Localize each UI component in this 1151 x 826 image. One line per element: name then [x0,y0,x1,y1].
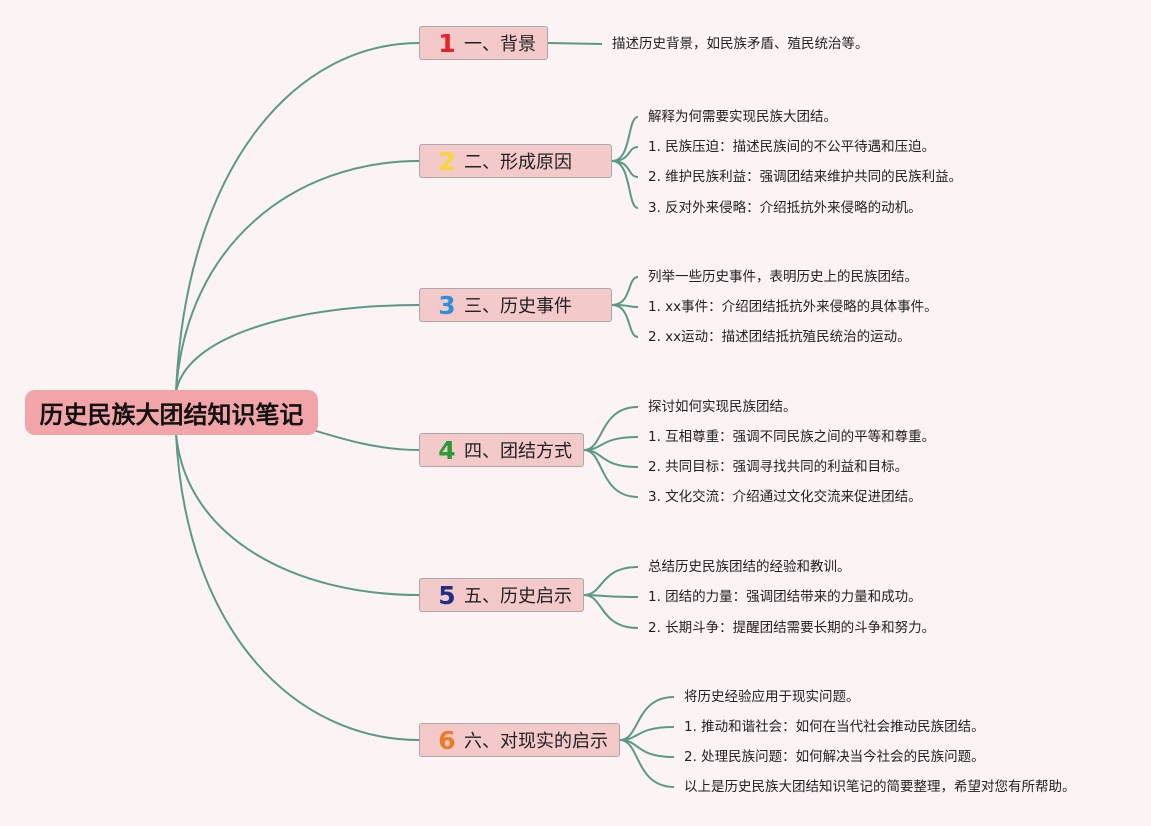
leaf-item[interactable]: 列举一些历史事件，表明历史上的民族团结。 [648,269,918,285]
leaf-connector [583,449,639,498]
leaf-connector [611,116,639,162]
leaf-item[interactable]: 解释为何需要实现民族大团结。 [648,109,837,125]
leaf-connector [583,436,639,451]
leaf-item[interactable]: 3. 反对外来侵略：介绍抵抗外来侵略的动机。 [648,200,922,216]
leaf-item[interactable]: 2. 长期斗争：提醒团结需要长期的斗争和努力。 [648,620,936,636]
branch-label: 六、对现实的启示 [464,731,608,752]
leaf-connector [611,160,639,209]
number-icon: 3 [438,290,456,320]
root-title: 历史民族大团结知识笔记 [39,401,304,429]
leaf-item[interactable]: 1. 推动和谐社会：如何在当代社会推动民族团结。 [684,719,985,735]
branch-connector [175,433,420,741]
branch-label: 二、形成原因 [464,152,572,173]
leaf-item[interactable]: 2. 维护民族利益：强调团结来维护共同的民族利益。 [648,169,963,185]
branch-connector [175,433,420,596]
branch-node-3[interactable]: 3 三、历史事件 [419,288,612,322]
leaf-item[interactable]: 探讨如何实现民族团结。 [648,399,797,415]
leaf-item[interactable]: 1. xx事件：介绍团结抵抗外来侵略的具体事件。 [648,299,938,315]
leaf-item[interactable]: 3. 文化交流：介绍通过文化交流来促进团结。 [648,489,922,505]
leaf-connector [547,42,603,45]
number-icon: 4 [438,435,456,465]
leaf-item[interactable]: 将历史经验应用于现实问题。 [684,689,860,705]
leaf-connector [583,594,639,629]
leaf-item[interactable]: 2. xx运动：描述团结抵抗殖民统治的运动。 [648,329,911,345]
leaf-connector [619,726,675,741]
branch-node-4[interactable]: 4 四、团结方式 [419,433,584,467]
branch-label: 五、历史启示 [464,586,572,607]
leaf-item[interactable]: 2. 处理民族问题：如何解决当今社会的民族问题。 [684,749,985,765]
leaf-item[interactable]: 2. 共同目标：强调寻找共同的利益和目标。 [648,459,909,475]
branch-label: 一、背景 [464,34,536,55]
leaf-item[interactable]: 以上是历史民族大团结知识笔记的简要整理，希望对您有所帮助。 [684,779,1076,795]
leaf-item[interactable]: 描述历史背景，如民族矛盾、殖民统治等。 [612,36,869,52]
leaf-connector [619,739,675,788]
branch-node-1[interactable]: 1 一、背景 [419,26,548,60]
leaf-connector [583,566,639,596]
number-icon: 2 [438,146,456,176]
branch-label: 三、历史事件 [464,296,572,317]
branch-node-6[interactable]: 6 六、对现实的启示 [419,723,620,757]
number-icon: 6 [438,725,456,755]
leaf-connector [583,406,639,451]
number-icon: 1 [438,28,456,58]
leaf-item[interactable]: 1. 民族压迫：描述民族间的不公平待遇和压迫。 [648,139,936,155]
branch-connector [175,304,420,393]
leaf-connector [619,696,675,741]
branch-node-5[interactable]: 5 五、历史启示 [419,578,584,612]
branch-label: 四、团结方式 [464,441,572,462]
leaf-item[interactable]: 总结历史民族团结的经验和教训。 [648,559,851,575]
leaf-item[interactable]: 1. 互相尊重：强调不同民族之间的平等和尊重。 [648,429,936,445]
branch-connector [175,160,420,393]
branch-connector [175,42,420,393]
root-topic[interactable]: 历史民族大团结知识笔记 [25,390,318,435]
leaf-item[interactable]: 1. 团结的力量：强调团结带来的力量和成功。 [648,589,922,605]
leaf-connector [611,304,639,338]
leaf-connector [611,276,639,306]
number-icon: 5 [438,580,456,610]
branch-node-2[interactable]: 2 二、形成原因 [419,144,612,178]
